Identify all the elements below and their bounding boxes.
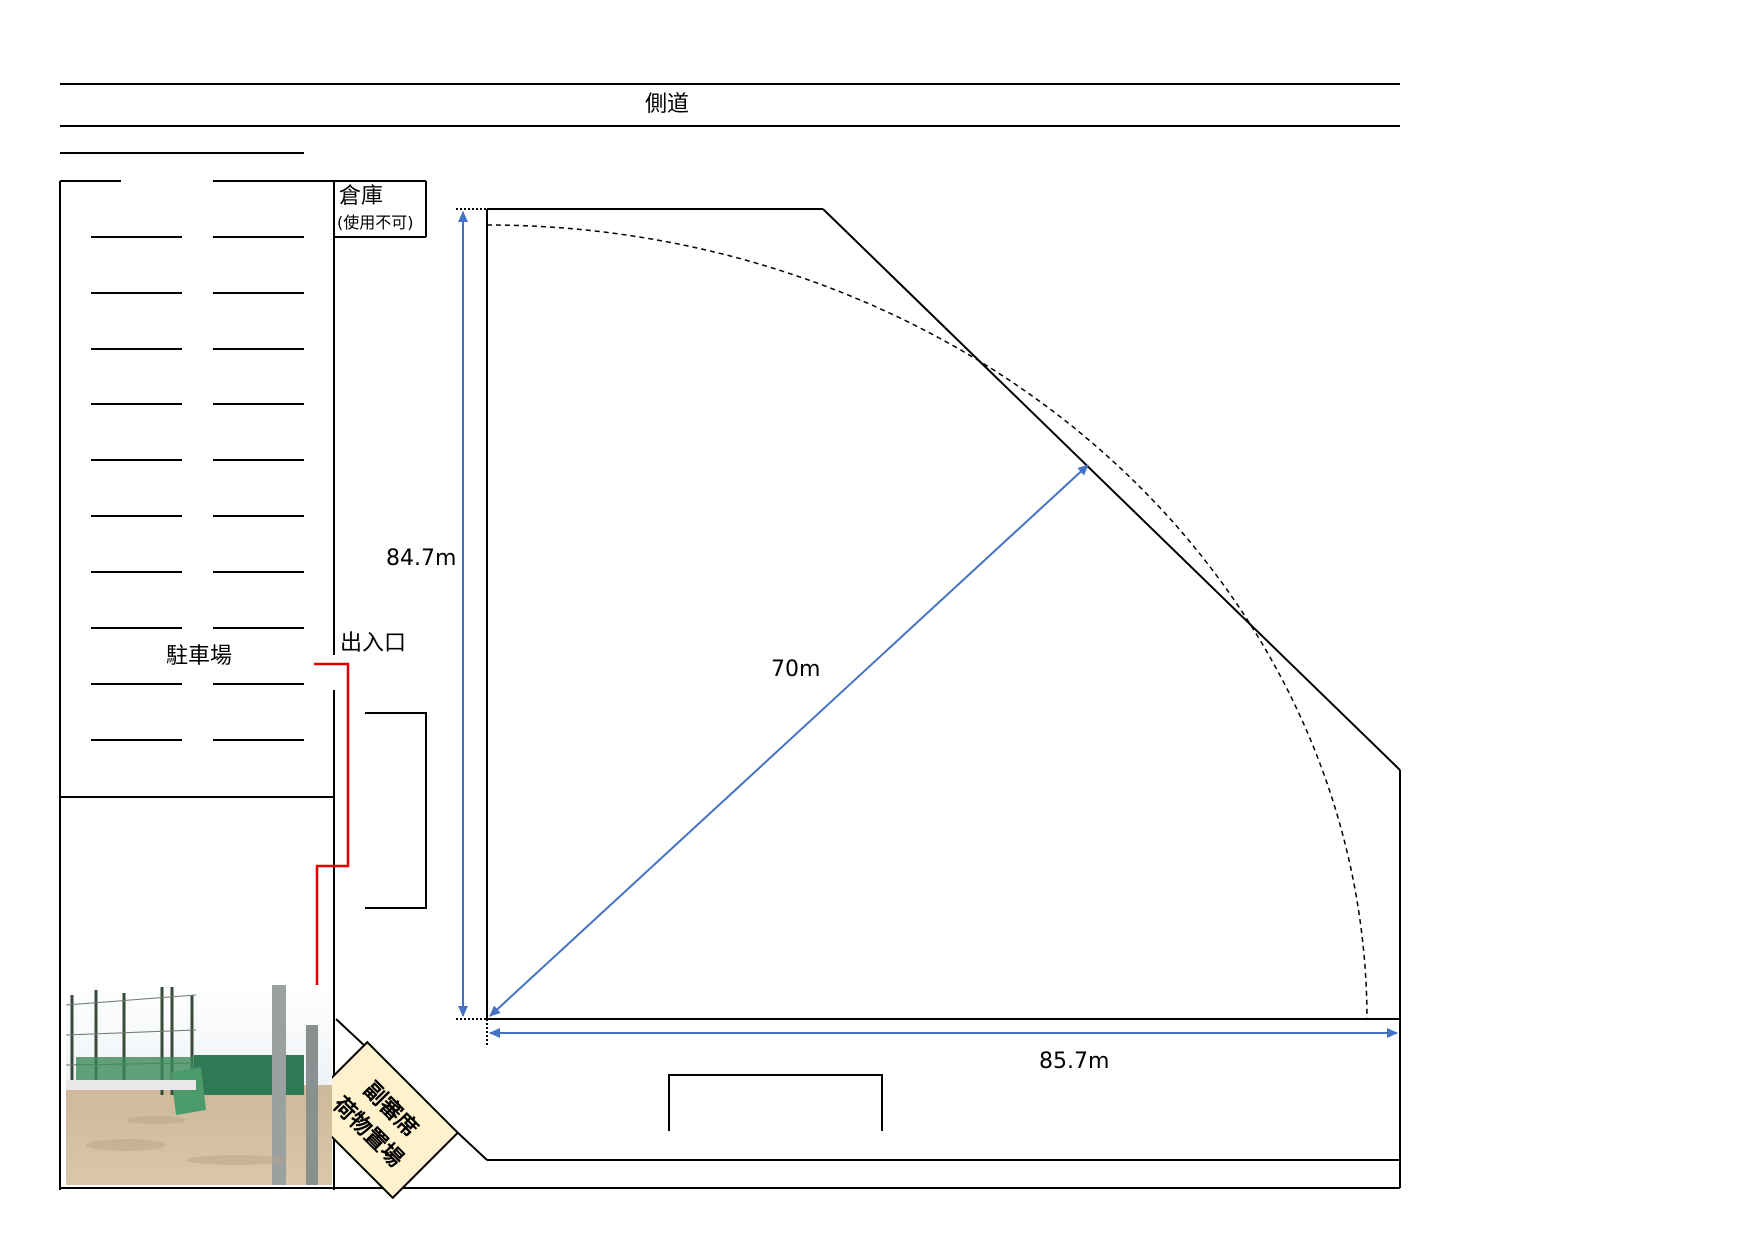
bench-bracket — [365, 712, 427, 909]
width-dimension: 85.7m — [486, 1019, 1398, 1074]
side-road: 側道 — [60, 83, 1400, 154]
warehouse: 倉庫 (使用不可) — [334, 180, 427, 238]
side-road-label: 側道 — [645, 92, 689, 117]
entrance-route — [310, 662, 350, 1042]
width-label: 85.7m — [1039, 1049, 1109, 1074]
radius-label: 70m — [771, 657, 820, 682]
entrance-label: 出入口 — [340, 631, 406, 656]
parking-stall-lines — [91, 236, 304, 741]
field-outline — [60, 208, 1401, 1189]
warehouse-note: (使用不可) — [337, 213, 414, 232]
warehouse-label: 倉庫 — [339, 184, 383, 209]
ground-photo — [66, 985, 332, 1185]
height-dimension: 84.7m — [386, 208, 487, 1020]
radius-dimension: 70m — [489, 464, 1089, 1017]
radius-arc — [486, 224, 1368, 1020]
parking-lot: 駐車場 — [59, 180, 335, 1190]
height-label: 84.7m — [386, 546, 456, 571]
parking-label: 駐車場 — [166, 644, 232, 669]
